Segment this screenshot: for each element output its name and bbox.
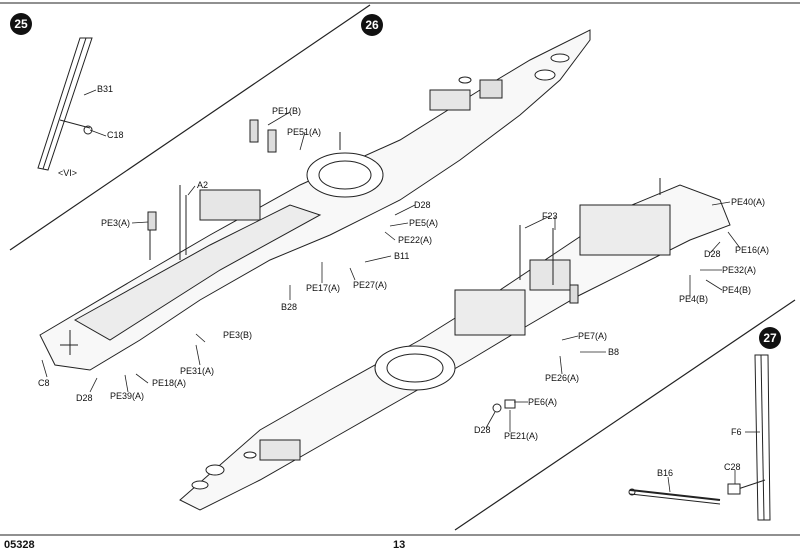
page-number: 13: [393, 539, 406, 551]
label-f6: F6: [731, 427, 742, 437]
label-b8: B8: [608, 347, 620, 357]
step-number-27: 27: [759, 327, 781, 349]
leader-lines: [41, 89, 760, 493]
label-pe18a: PE18(A): [152, 378, 187, 388]
label-pe1b: PE1(B): [272, 106, 302, 116]
label-d28-mid: D28: [474, 425, 491, 435]
label-pe17a: PE17(A): [306, 283, 341, 293]
label-pe4b-second: PE4(B): [722, 285, 752, 295]
label-pe22a: PE22(A): [398, 235, 433, 245]
label-c8: C8: [38, 378, 50, 388]
step-number-25: 25: [10, 13, 32, 35]
label-pe27a: PE27(A): [353, 280, 388, 290]
label-b31: B31: [97, 84, 114, 94]
label-c28: C28: [724, 462, 741, 472]
product-code: 05328: [4, 539, 35, 551]
label-pe40a: PE40(A): [731, 197, 766, 207]
label-pe31a: PE31(A): [180, 366, 215, 376]
label-b28: B28: [281, 302, 298, 312]
label-pe32a: PE32(A): [722, 265, 757, 275]
label-pe7a: PE7(A): [578, 331, 608, 341]
label-pe16a: PE16(A): [735, 245, 770, 255]
label-pe3b: PE3(B): [223, 330, 253, 340]
label-pe4b: PE4(B): [679, 294, 709, 304]
divider-step25: [9, 4, 371, 251]
label-pe51a: PE51(A): [287, 127, 322, 137]
label-pe26a: PE26(A): [545, 373, 580, 383]
label-c18: C18: [107, 130, 124, 140]
label-a2: A2: [197, 180, 209, 190]
yard-b16-drawing: [628, 488, 721, 505]
label-d28-aft: D28: [704, 249, 721, 259]
step-number-26: 26: [361, 14, 383, 36]
label-f23: F23: [542, 211, 558, 221]
label-pe3a: PE3(A): [101, 218, 131, 228]
label-d28-lower: D28: [76, 393, 93, 403]
divider-step27: [454, 299, 796, 531]
label-pe39a: PE39(A): [110, 391, 145, 401]
label-b11: B11: [394, 251, 410, 261]
upper-hull-drawing: [39, 29, 591, 371]
mast-f6-drawing: [727, 354, 771, 521]
label-d28-upper: D28: [414, 200, 431, 210]
label-b16: B16: [657, 468, 674, 478]
label-pe5a: PE5(A): [409, 218, 439, 228]
lower-hull-drawing: [179, 178, 731, 511]
label-note-vi: <VI>: [58, 168, 78, 178]
label-pe6a: PE6(A): [528, 397, 558, 407]
mast-b31-drawing: [37, 37, 93, 171]
label-pe21a: PE21(A): [504, 431, 539, 441]
